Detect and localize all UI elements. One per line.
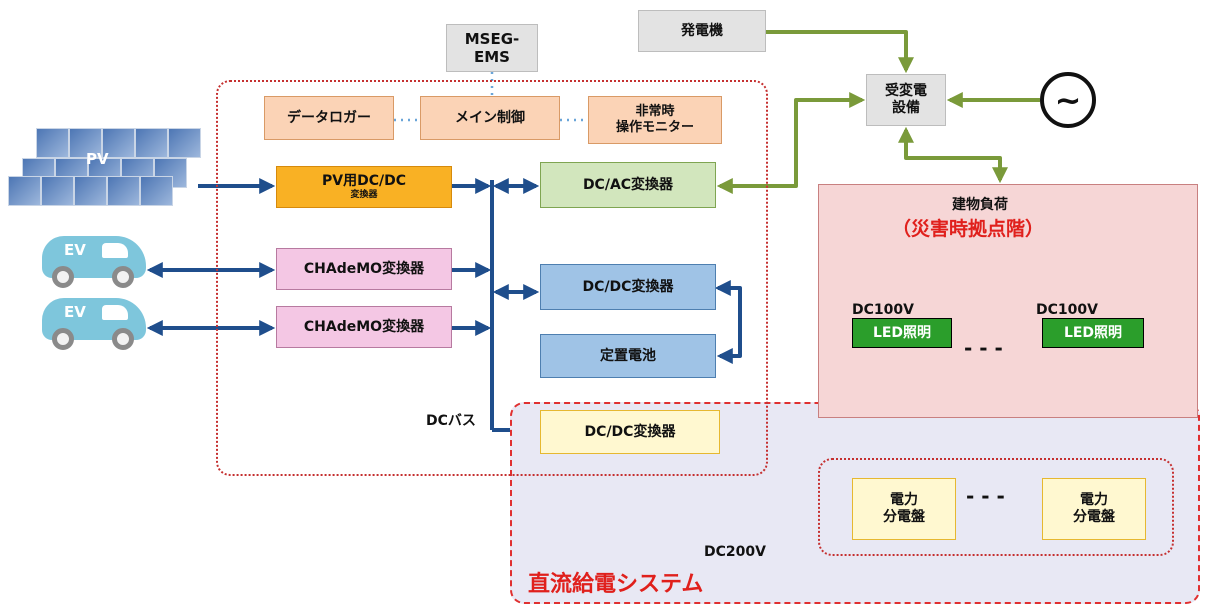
- dcdc-battery-label: DC/DC変換器: [582, 278, 674, 295]
- dcdc-feed-label: DC/DC変換器: [584, 423, 676, 440]
- disaster-base-label: （災害時拠点階）: [892, 218, 1045, 240]
- chademo2-label: CHAdeMO変換器: [303, 318, 425, 335]
- generator-box: 発電機: [638, 10, 766, 52]
- data-logger-box: データロガー: [264, 96, 394, 140]
- main-control-label: メイン制御: [455, 109, 525, 126]
- dc100v-left-label: DC100V: [852, 302, 914, 318]
- panel-dashes: - - -: [966, 484, 1005, 508]
- arrow-dcdc-battery-loop: [714, 280, 742, 364]
- ev-car-icon: EV: [42, 236, 146, 290]
- panel-right-label: 電力 分電盤: [1073, 492, 1115, 525]
- substation-box: 受変電 設備: [866, 74, 946, 126]
- battery-box: 定置電池: [540, 334, 716, 378]
- emergency-monitor-box: 非常時 操作モニター: [588, 96, 722, 144]
- ev-car-icon: EV: [42, 298, 146, 352]
- substation-label: 受変電 設備: [885, 83, 927, 116]
- panel-left-label: 電力 分電盤: [883, 492, 925, 525]
- ac-source-icon: ~: [1040, 72, 1096, 128]
- pv-dcdc-sublabel: 変換器: [350, 190, 378, 200]
- chademo-converter-2-box: CHAdeMO変換器: [276, 306, 452, 348]
- main-control-box: メイン制御: [420, 96, 560, 140]
- control-system-region: [216, 80, 768, 476]
- dcdc-battery-converter-box: DC/DC変換器: [540, 264, 716, 310]
- pv-panel-icon: PV: [8, 128, 201, 206]
- battery-label: 定置電池: [600, 347, 656, 364]
- system-title: 直流給電システム: [528, 572, 704, 597]
- emergency-monitor-label: 非常時 操作モニター: [615, 104, 694, 135]
- distribution-panel-left-box: 電力 分電盤: [852, 478, 956, 540]
- mseg-ems-box: MSEG- EMS: [446, 24, 538, 72]
- pv-label: PV: [86, 150, 109, 168]
- pv-dcdc-label: PV用DC/DC: [322, 173, 406, 190]
- ac-generator-substation: [766, 30, 914, 74]
- distribution-panel-right-box: 電力 分電盤: [1042, 478, 1146, 540]
- dc200v-label: DC200V: [704, 544, 766, 560]
- led-left-label: LED照明: [872, 324, 932, 341]
- dc100v-right-label: DC100V: [1036, 302, 1098, 318]
- ev1-label: EV: [64, 241, 86, 259]
- dc-bus-label: DCバス: [426, 413, 476, 429]
- dcac-label: DC/AC変換器: [582, 176, 674, 193]
- ac-substation-building: [898, 126, 1008, 184]
- building-load-label: 建物負荷: [952, 197, 1008, 213]
- generator-label: 発電機: [681, 22, 723, 39]
- dcac-converter-box: DC/AC変換器: [540, 162, 716, 208]
- chademo-converter-1-box: CHAdeMO変換器: [276, 248, 452, 290]
- building-load-region: [818, 184, 1198, 418]
- led-dashes: - - -: [964, 336, 1003, 360]
- chademo1-label: CHAdeMO変換器: [303, 260, 425, 277]
- distribution-panel-region: [818, 458, 1174, 556]
- pv-dcdc-box: PV用DC/DC 変換器: [276, 166, 452, 208]
- led-light-left-box: LED照明: [852, 318, 952, 348]
- led-light-right-box: LED照明: [1042, 318, 1144, 348]
- ev2-label: EV: [64, 303, 86, 321]
- dcdc-feed-converter-box: DC/DC変換器: [540, 410, 720, 454]
- ac-dcac-substation: [716, 92, 866, 194]
- mseg-ems-label: MSEG- EMS: [464, 30, 520, 66]
- data-logger-label: データロガー: [287, 109, 371, 126]
- led-right-label: LED照明: [1063, 324, 1123, 341]
